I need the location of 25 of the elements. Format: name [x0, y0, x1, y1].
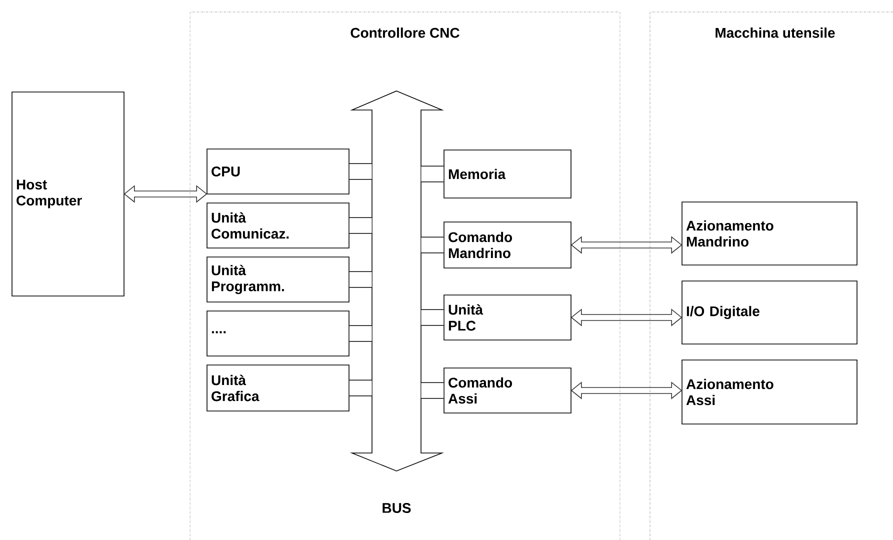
bus-connector [421, 309, 444, 326]
bus-label: BUS [382, 503, 411, 513]
module-box: I/O Digitale [682, 280, 858, 344]
module-box: Azionamento Assi [682, 360, 858, 424]
panel-heading: Macchina utensile [716, 28, 835, 38]
bus-connector [421, 236, 444, 254]
bus-connector [421, 382, 444, 399]
module-box: CPU [206, 148, 350, 194]
bus-connector [421, 166, 444, 182]
bus-connector [349, 380, 372, 396]
bus-connector [349, 217, 372, 234]
module-box: Unità Grafica [206, 364, 350, 412]
module-box: Comando Mandrino [444, 222, 572, 268]
bus-connector [349, 325, 372, 342]
module-box: .... [206, 310, 350, 356]
module-box: Unità Programm. [206, 256, 350, 302]
module-box: Host Computer [12, 92, 124, 296]
bus-connector [349, 163, 372, 180]
module-box: Unità Comunicaz. [206, 202, 350, 248]
module-box: Unità PLC [444, 294, 572, 340]
bus-connector [349, 271, 372, 288]
module-box: Azionamento Mandrino [682, 202, 858, 266]
module-box: Memoria [444, 150, 572, 198]
module-box: Comando Assi [444, 368, 572, 414]
panel-heading: Controllore CNC [350, 28, 460, 38]
